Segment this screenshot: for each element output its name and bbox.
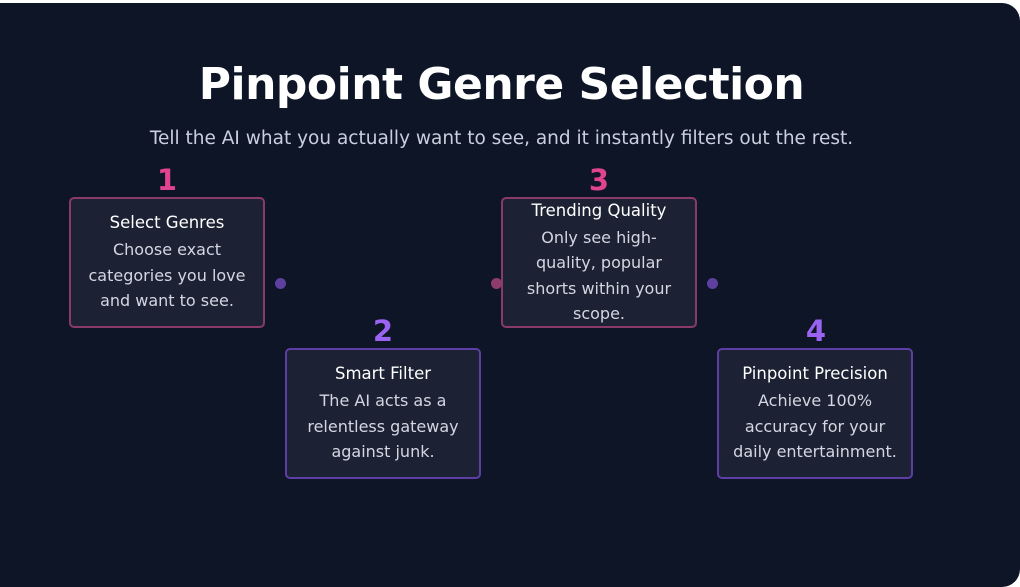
- step-3-description: Only see high-quality, popular shorts wi…: [526, 227, 672, 324]
- step-4-number: 4: [805, 314, 827, 348]
- page-title: Pinpoint Genre Selection: [198, 59, 805, 110]
- step-2-number: 2: [372, 314, 394, 348]
- step-2-title: Smart Filter: [334, 364, 432, 384]
- step-1-description: Choose exact categories you love and wan…: [88, 240, 246, 311]
- step-3-card: Trending Quality Only see high-quality, …: [501, 197, 697, 328]
- step-1-number: 1: [156, 163, 178, 197]
- slide: Pinpoint Genre Selection Tell the AI wha…: [0, 3, 1020, 587]
- step-1-title: Select Genres: [109, 213, 225, 233]
- step-2-card: Smart Filter The AI acts as a relentless…: [285, 348, 481, 479]
- step-3-number: 3: [588, 163, 610, 197]
- connector-dot-1: [275, 278, 286, 289]
- page-subtitle: Tell the AI what you actually want to se…: [149, 128, 854, 149]
- step-1-card: Select Genres Choose exact categories yo…: [69, 197, 265, 328]
- step-4-description: Achieve 100% accuracy for your daily ent…: [733, 391, 897, 462]
- step-4-title: Pinpoint Precision: [742, 364, 888, 384]
- step-4-card: Pinpoint Precision Achieve 100% accuracy…: [717, 348, 913, 479]
- connector-dot-3: [707, 278, 718, 289]
- step-3-title: Trending Quality: [531, 200, 667, 220]
- step-2-description: The AI acts as a relentless gateway agai…: [307, 391, 459, 462]
- connector-dot-2: [491, 278, 502, 289]
